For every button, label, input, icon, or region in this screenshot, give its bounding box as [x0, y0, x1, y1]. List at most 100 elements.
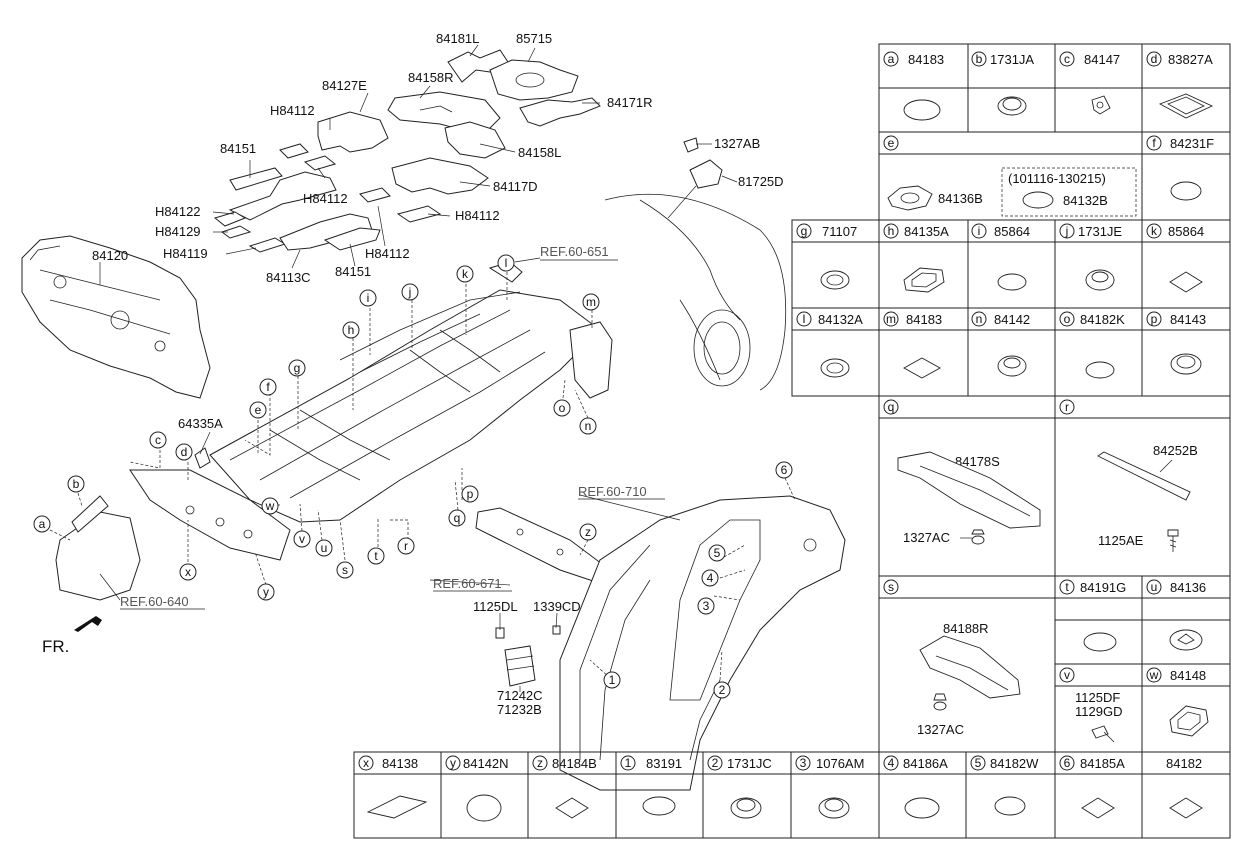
leader-lines	[49, 44, 796, 692]
svg-text:1731JE: 1731JE	[1078, 224, 1122, 239]
svg-text:y: y	[263, 585, 269, 599]
plug-1-symbol	[642, 796, 676, 816]
pad-x-symbol	[366, 795, 428, 819]
svg-text:1731JA: 1731JA	[990, 52, 1034, 67]
svg-text:z: z	[537, 756, 543, 770]
svg-text:d: d	[181, 445, 188, 459]
svg-text:j: j	[408, 285, 412, 299]
callout-l: l	[497, 254, 515, 272]
legend-cell-6: 6 84185A	[1059, 755, 1125, 771]
svg-text:84186A: 84186A	[903, 756, 948, 771]
label-1125DF: 1125DF	[1075, 690, 1120, 705]
ref-60-710: REF.60-710	[578, 484, 647, 499]
pad-m-symbol	[903, 357, 941, 379]
legend-cell-n: n 84142	[971, 311, 1030, 327]
svg-text:6: 6	[781, 463, 788, 477]
svg-text:5: 5	[975, 756, 982, 770]
grommet-p-symbol	[1170, 353, 1202, 375]
svg-text:d: d	[1151, 52, 1158, 66]
callout-z: z	[579, 523, 597, 541]
svg-text:84185A: 84185A	[1080, 756, 1125, 771]
grommet-n-symbol	[997, 355, 1027, 377]
label-H84112-b: H84112	[303, 191, 348, 206]
svg-text:c: c	[155, 433, 161, 447]
label-84117D: 84117D	[493, 179, 538, 194]
legend-cell-84182: 84182	[1166, 756, 1202, 771]
label-H84112-d: H84112	[365, 246, 410, 261]
svg-text:2: 2	[719, 683, 726, 697]
svg-text:84143: 84143	[1170, 312, 1206, 327]
svg-text:84182W: 84182W	[990, 756, 1039, 771]
svg-text:s: s	[888, 580, 894, 594]
label-84178S: 84178S	[955, 454, 1000, 469]
svg-text:w: w	[265, 499, 275, 513]
svg-text:84148: 84148	[1170, 668, 1206, 683]
svg-text:84142N: 84142N	[463, 756, 509, 771]
svg-text:84142: 84142	[994, 312, 1030, 327]
label-84113C: 84113C	[266, 270, 311, 285]
svg-text:n: n	[585, 419, 592, 433]
grommet-u-symbol	[1169, 629, 1203, 651]
svg-text:e: e	[255, 403, 262, 417]
grommet-h-symbol	[903, 267, 945, 293]
svg-text:k: k	[1151, 224, 1158, 238]
ref-60-671: REF.60-671	[433, 576, 502, 591]
svg-text:84231F: 84231F	[1170, 136, 1214, 151]
svg-text:84191G: 84191G	[1080, 580, 1126, 595]
svg-text:c: c	[1064, 52, 1070, 66]
label-84158R: 84158R	[408, 70, 454, 85]
callout-r: r	[397, 537, 415, 555]
svg-text:84182: 84182	[1166, 756, 1202, 771]
callout-n: n	[579, 417, 597, 435]
svg-text:t: t	[374, 549, 378, 563]
pad-84182-symbol	[1169, 797, 1203, 819]
legend-cell-v: v	[1059, 667, 1075, 683]
svg-text:o: o	[559, 401, 566, 415]
label-84151-a: 84151	[220, 141, 256, 156]
svg-text:m: m	[886, 312, 896, 326]
label-84171R: 84171R	[607, 95, 653, 110]
label-84181L: 84181L	[436, 31, 479, 46]
svg-text:84183: 84183	[908, 52, 944, 67]
svg-text:6: 6	[1064, 756, 1071, 770]
svg-text:n: n	[976, 312, 983, 326]
svg-text:a: a	[888, 52, 895, 66]
label-81725D: 81725D	[738, 174, 784, 189]
svg-text:k: k	[462, 267, 469, 281]
label-1327AC-s: 1327AC	[917, 722, 964, 737]
ref-60-651: REF.60-651	[540, 244, 609, 259]
svg-text:a: a	[39, 517, 46, 531]
legend-cell-q: q	[883, 399, 899, 415]
label-64335A: 64335A	[178, 416, 223, 431]
plug-4-symbol	[904, 797, 940, 819]
svg-text:x: x	[363, 756, 369, 770]
svg-text:5: 5	[714, 546, 721, 560]
svg-text:i: i	[978, 224, 981, 238]
callout-c: c	[149, 431, 167, 449]
label-H84129: H84129	[155, 224, 201, 239]
svg-text:1: 1	[625, 756, 632, 770]
pad-k-symbol	[1169, 271, 1203, 293]
svg-text:1731JC: 1731JC	[727, 756, 772, 771]
floor-crossmember	[475, 507, 611, 687]
svg-text:84138: 84138	[382, 756, 418, 771]
date-range-label: (101116-130215)	[1008, 171, 1106, 186]
label-H84122: H84122	[155, 204, 201, 219]
label-84132B: 84132B	[1063, 193, 1108, 208]
rear-car-view	[604, 137, 787, 391]
svg-text:e: e	[888, 136, 895, 150]
grommet-3-symbol	[818, 797, 850, 819]
callout-s: s	[336, 561, 354, 579]
label-1125DL: 1125DL	[473, 599, 518, 614]
svg-text:s: s	[342, 563, 348, 577]
grommet-2-symbol	[730, 797, 762, 819]
pad-6-symbol	[1081, 797, 1115, 819]
